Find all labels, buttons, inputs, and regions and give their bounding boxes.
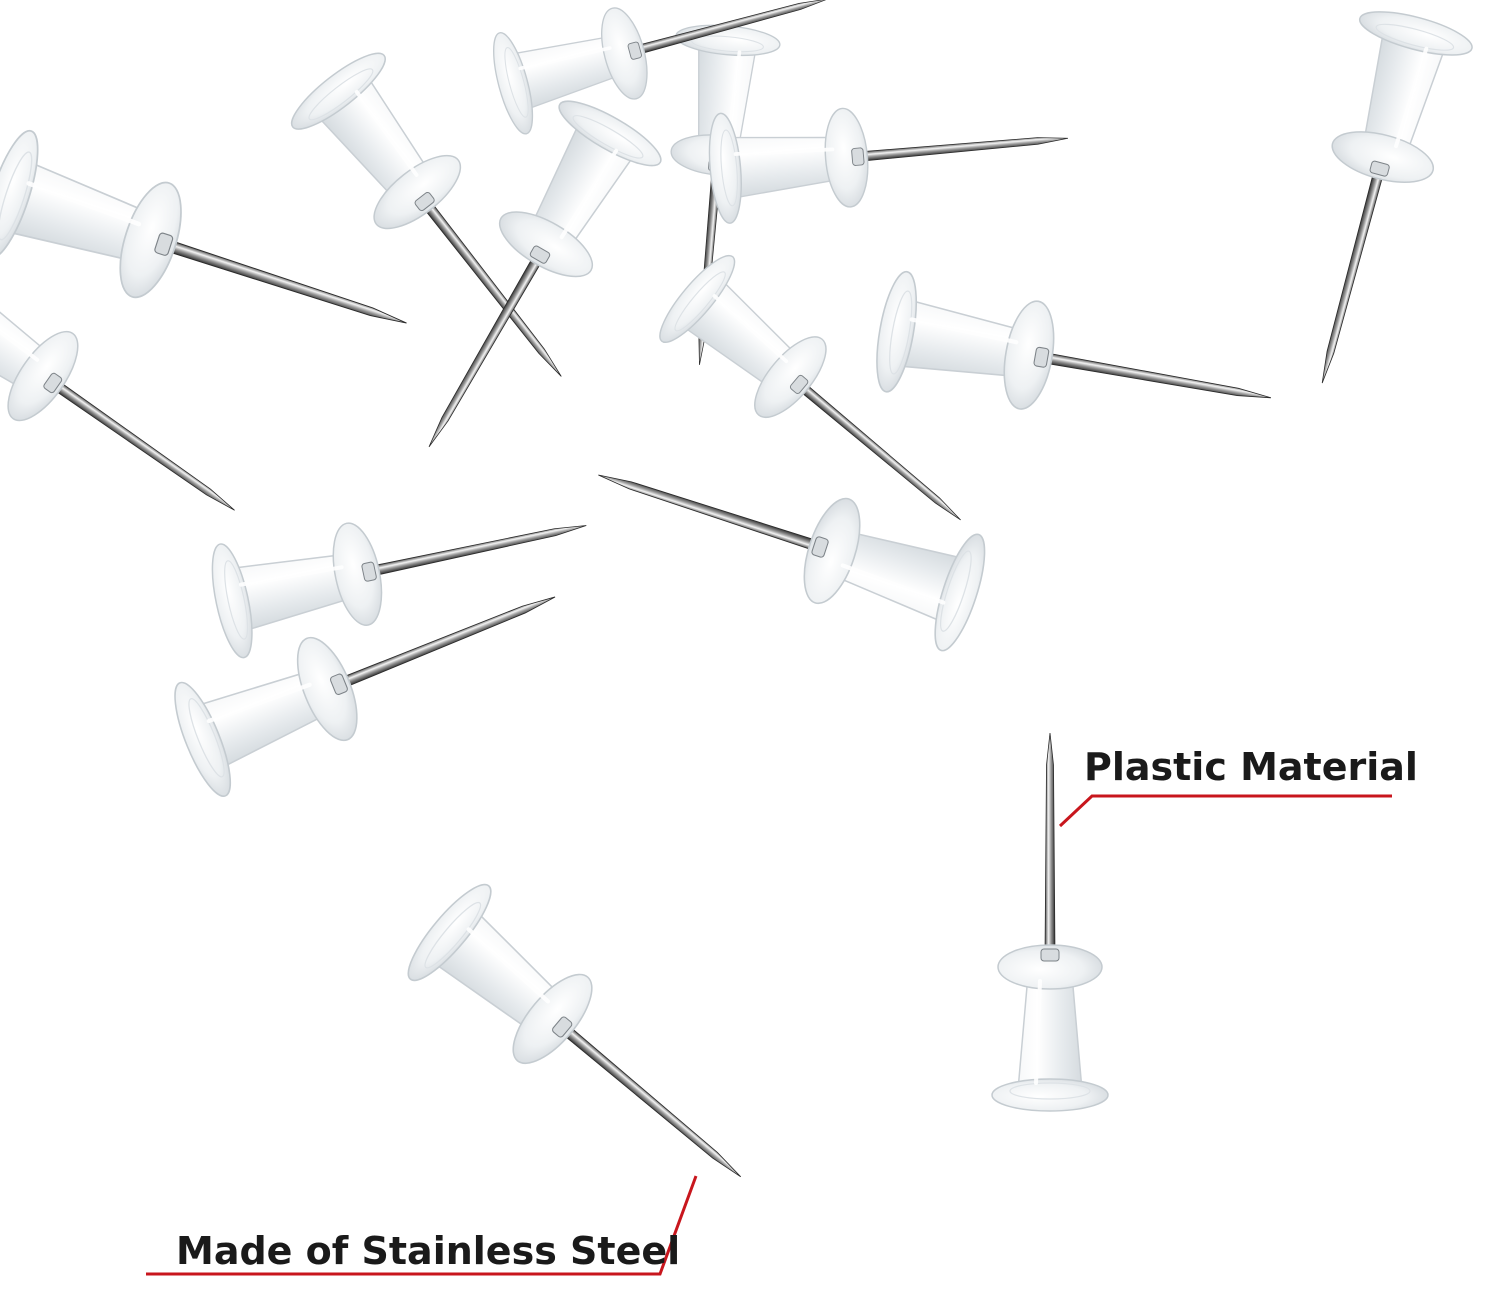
push-pin: [407, 883, 742, 1178]
plastic-head: [493, 32, 534, 135]
push-pin: [598, 474, 986, 652]
plastic-head: [174, 681, 232, 797]
plastic-collar: [803, 497, 861, 605]
push-pin: [991, 732, 1109, 1112]
plastic-head: [659, 254, 736, 343]
steel-needle: [1321, 166, 1385, 384]
push-pin: [1321, 11, 1473, 384]
steel-callout-leader-line: [146, 1175, 698, 1276]
plastic-collar: [373, 154, 462, 230]
push-pin: [708, 107, 1069, 224]
steel-needle: [857, 137, 1069, 162]
plastic-head: [1358, 11, 1473, 56]
plastic-collar: [824, 107, 869, 208]
plastic-collar: [754, 336, 827, 418]
push-pin: [290, 52, 562, 377]
plastic-collar: [1331, 131, 1435, 183]
steel-needle: [161, 238, 407, 324]
push-pin: [428, 100, 662, 448]
plastic-callout-leader-line: [1058, 794, 1392, 828]
plastic-body: [726, 136, 842, 199]
push-pin: [0, 129, 407, 324]
steel-needle: [598, 474, 823, 553]
plastic-head: [211, 543, 253, 659]
plastic-collar: [7, 330, 79, 422]
plastic-material-label: Plastic Material: [1084, 745, 1418, 789]
steel-needle: [367, 525, 587, 578]
plastic-head: [876, 270, 918, 393]
steel-needle: [1044, 732, 1056, 956]
plastic-collar: [997, 944, 1103, 990]
plastic-collar: [1003, 300, 1055, 410]
plastic-head: [0, 129, 39, 260]
push-pin: [211, 522, 587, 659]
push-pin: [174, 596, 556, 797]
plastic-head: [991, 1078, 1109, 1112]
plastic-body: [1017, 974, 1083, 1091]
steel-needle: [1039, 351, 1272, 399]
plastic-collar: [119, 181, 182, 299]
plastic-head: [407, 883, 492, 982]
plastic-head: [708, 112, 742, 224]
plastic-collar: [332, 522, 383, 626]
push-pin: [493, 0, 828, 135]
plastic-head: [934, 533, 986, 652]
plastic-head: [290, 52, 386, 130]
push-pin: [659, 254, 961, 521]
plastic-collar: [512, 973, 593, 1065]
push-pins-group: [0, 0, 1473, 1178]
plastic-collar: [498, 211, 594, 278]
plastic-collar: [296, 636, 358, 742]
push-pin: [0, 278, 235, 511]
steel-needle: [558, 1022, 742, 1178]
steel-needle: [795, 380, 961, 521]
stainless-steel-label: Made of Stainless Steel: [176, 1229, 681, 1273]
plastic-collar: [601, 7, 648, 100]
steel-needle: [49, 378, 235, 511]
push-pin: [876, 270, 1272, 410]
